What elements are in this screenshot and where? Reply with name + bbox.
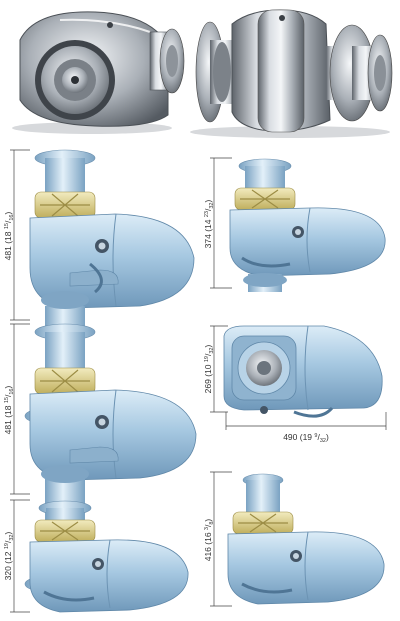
svg-text:416 (16 3/8): 416 (16 3/8): [203, 519, 215, 562]
dimension-374: 374 (14 23/32): [203, 157, 232, 289]
svg-text:490 (19 9/32): 490 (19 9/32): [283, 432, 329, 444]
svg-text:481 (18 15/16): 481 (18 15/16): [3, 386, 15, 435]
dim-value: 481: [3, 246, 13, 260]
windlass-vertical: [229, 158, 386, 292]
windlass-photo-front: [12, 11, 185, 134]
svg-text:374 (14 23/32): 374 (14 23/32): [203, 200, 215, 249]
svg-text:269 (10 19/32): 269 (10 19/32): [203, 345, 215, 394]
dimension-416: 416 (16 3/8): [203, 471, 232, 607]
dimension-481-top: 481 (18 15/16): [3, 149, 30, 321]
svg-text:481 (18 15/16): 481 (18 15/16): [3, 212, 15, 261]
dimension-490: 490 (19 9/32): [225, 412, 387, 444]
windlass-vertical: [227, 473, 385, 605]
svg-text:320 (12 19/32): 320 (12 19/32): [3, 532, 15, 581]
windlass-photo-side: [190, 9, 393, 138]
dimension-481-middle: 481 (18 15/16): [3, 323, 30, 495]
dimension-269: 269 (10 19/32): [203, 325, 228, 413]
dimension-320: 320 (12 19/32): [3, 499, 30, 613]
windlass-horizontal: [223, 325, 383, 418]
windlass-vertical: [29, 500, 189, 613]
